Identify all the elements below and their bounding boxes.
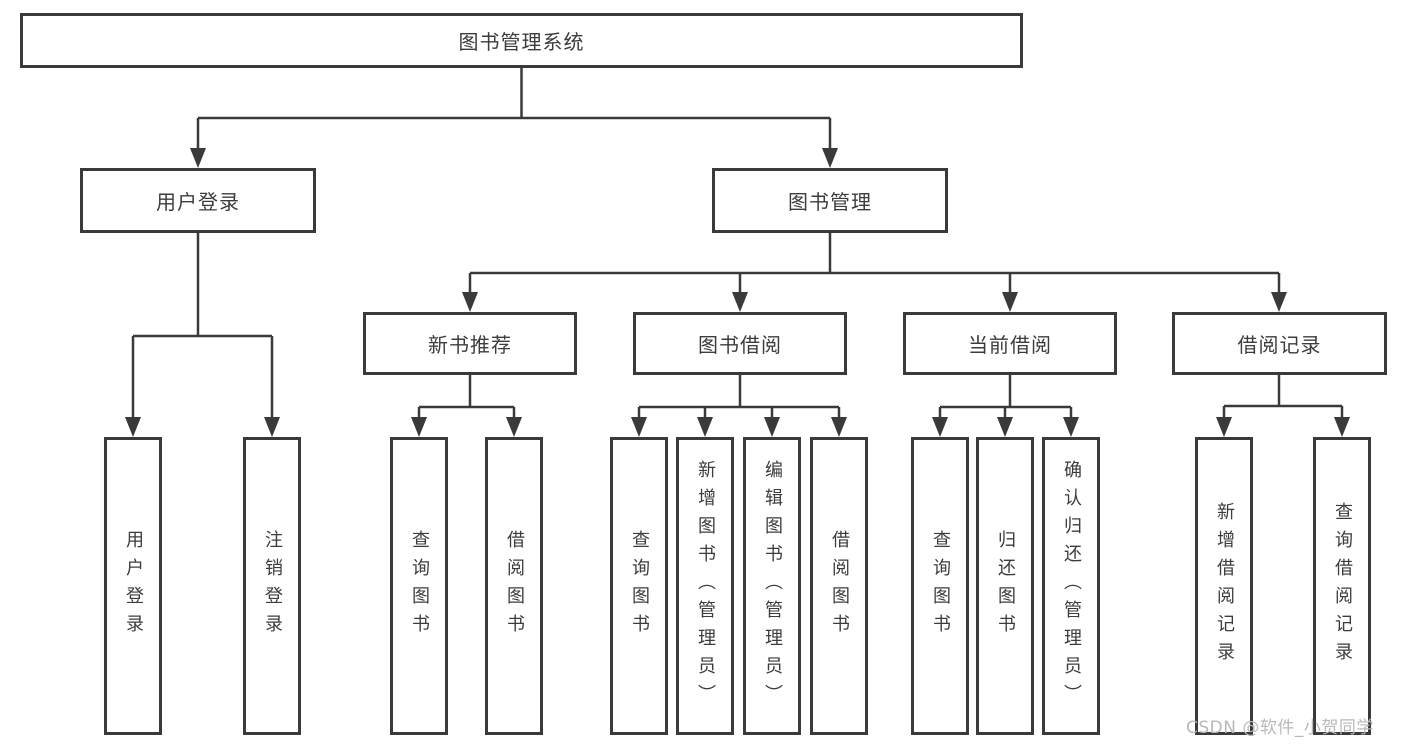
leaf-label: 借阅图书	[504, 530, 525, 642]
connector-user-login	[125, 233, 280, 437]
node-current-borrowing: 当前借阅	[903, 312, 1117, 375]
leaf-label: 归还图书	[995, 530, 1016, 642]
connector-borrow-records	[1216, 375, 1350, 437]
node-book-borrowing: 图书借阅	[633, 312, 847, 375]
leaf-query-books-current: 查询图书	[911, 437, 969, 735]
node-book-management: 图书管理	[712, 168, 948, 233]
connector-book-management	[462, 233, 1287, 312]
leaf-edit-books-admin: 编辑图书（管理员）	[743, 437, 801, 735]
leaf-label: 查询图书	[409, 530, 430, 642]
leaf-label: 新增借阅记录	[1214, 502, 1235, 670]
node-label: 图书借阅	[698, 333, 782, 357]
node-label: 用户登录	[156, 190, 240, 214]
leaf-return-books: 归还图书	[976, 437, 1034, 735]
leaf-label: 用户登录	[123, 530, 144, 642]
leaf-user-login: 用户登录	[104, 437, 162, 735]
node-borrowing-records: 借阅记录	[1172, 312, 1387, 375]
leaf-label: 查询图书	[930, 530, 951, 642]
leaf-label: 借阅图书	[829, 530, 850, 642]
leaf-label: 查询图书	[629, 530, 650, 642]
leaf-label: 确认归还（管理员）	[1061, 460, 1082, 712]
node-label: 新书推荐	[428, 333, 512, 357]
node-label: 图书管理系统	[458, 30, 585, 54]
leaf-query-borrow-record: 查询借阅记录	[1313, 437, 1371, 735]
leaf-label: 编辑图书（管理员）	[762, 460, 783, 712]
node-label: 当前借阅	[968, 333, 1052, 357]
node-new-book-recommendation: 新书推荐	[363, 312, 577, 375]
leaf-query-books-borrow: 查询图书	[610, 437, 668, 735]
leaf-label: 查询借阅记录	[1332, 502, 1353, 670]
leaf-label: 注销登录	[262, 530, 283, 642]
leaf-borrow-books-recommend: 借阅图书	[485, 437, 543, 735]
node-user-login: 用户登录	[80, 168, 316, 233]
leaf-label: 新增图书（管理员）	[695, 460, 716, 712]
connector-book-borrow	[631, 375, 847, 437]
leaf-add-borrow-record: 新增借阅记录	[1195, 437, 1253, 735]
leaf-borrow-books: 借阅图书	[810, 437, 868, 735]
connector-root	[190, 68, 838, 168]
csdn-watermark: CSDN @软件_小贺同学	[1186, 718, 1374, 738]
connector-current-borrow	[932, 375, 1079, 437]
leaf-query-books-recommend: 查询图书	[390, 437, 448, 735]
node-library-management-system: 图书管理系统	[20, 13, 1023, 68]
node-label: 借阅记录	[1237, 333, 1322, 357]
connector-new-book	[411, 375, 522, 437]
leaf-logout: 注销登录	[243, 437, 301, 735]
leaf-add-books-admin: 新增图书（管理员）	[676, 437, 734, 735]
leaf-confirm-return-admin: 确认归还（管理员）	[1042, 437, 1100, 735]
node-label: 图书管理	[788, 190, 872, 214]
